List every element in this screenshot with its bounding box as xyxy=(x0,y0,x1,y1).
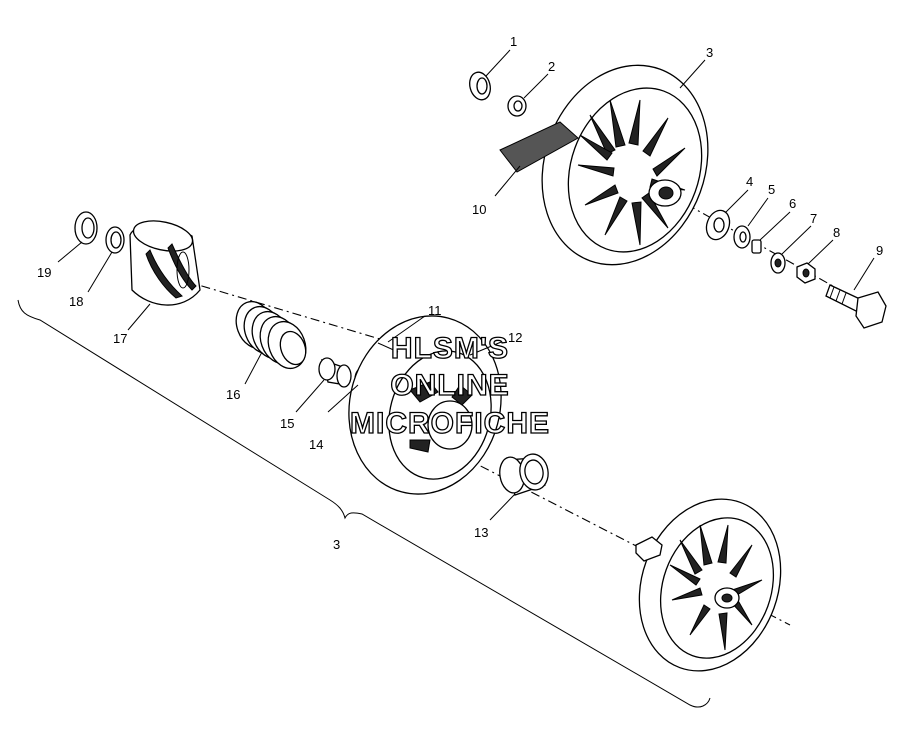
washer-1 xyxy=(469,71,491,101)
callout-12: 12 xyxy=(508,330,522,345)
bushing-15 xyxy=(318,357,352,388)
callout-1: 1 xyxy=(510,34,517,49)
callout-14: 14 xyxy=(309,437,323,452)
callout-16: 16 xyxy=(226,387,240,402)
belt xyxy=(499,121,579,173)
callout-4: 4 xyxy=(746,174,753,189)
assembly-bracket xyxy=(17,299,711,708)
washer-4 xyxy=(705,209,731,241)
nut-8 xyxy=(796,262,816,284)
bushing-13 xyxy=(499,453,549,496)
spring-16 xyxy=(235,300,307,370)
callout-13: 13 xyxy=(474,525,488,540)
bolt-9 xyxy=(825,284,887,329)
callout-3-top: 3 xyxy=(706,45,713,60)
washer-7 xyxy=(770,252,786,274)
sheave-top xyxy=(541,64,709,266)
callout-5: 5 xyxy=(768,182,775,197)
callout-2: 2 xyxy=(548,59,555,74)
callout-9: 9 xyxy=(876,243,883,258)
watermark-line-1: HLSM'S xyxy=(391,332,509,365)
washer-5 xyxy=(733,225,751,249)
callout-10: 10 xyxy=(472,202,486,217)
washer-6 xyxy=(751,239,762,254)
leader-lines xyxy=(57,49,875,521)
callout-3-bracket: 3 xyxy=(333,537,340,552)
sheave-bottom xyxy=(635,498,782,672)
callouts: 1 2 3 4 5 6 7 8 9 10 11 12 13 14 15 16 1… xyxy=(37,34,883,552)
callout-17: 17 xyxy=(113,331,127,346)
ring-18 xyxy=(105,226,125,254)
callout-19: 19 xyxy=(37,265,51,280)
washer-2 xyxy=(507,95,527,117)
callout-8: 8 xyxy=(833,225,840,240)
callout-15: 15 xyxy=(280,416,294,431)
watermark-line-3: MICROFICHE xyxy=(350,407,550,440)
callout-11: 11 xyxy=(428,303,442,318)
callout-18: 18 xyxy=(69,294,83,309)
callout-6: 6 xyxy=(789,196,796,211)
sheave-bottom-fins xyxy=(669,524,763,651)
sheave-top-fins xyxy=(577,99,686,246)
sheave-middle xyxy=(348,315,502,495)
callout-7: 7 xyxy=(810,211,817,226)
cam-17 xyxy=(129,220,201,306)
ring-19 xyxy=(74,211,98,245)
watermark-line-2: ONLINE xyxy=(390,369,509,402)
watermark: HLSM'S ONLINE MICROFICHE xyxy=(349,331,550,440)
